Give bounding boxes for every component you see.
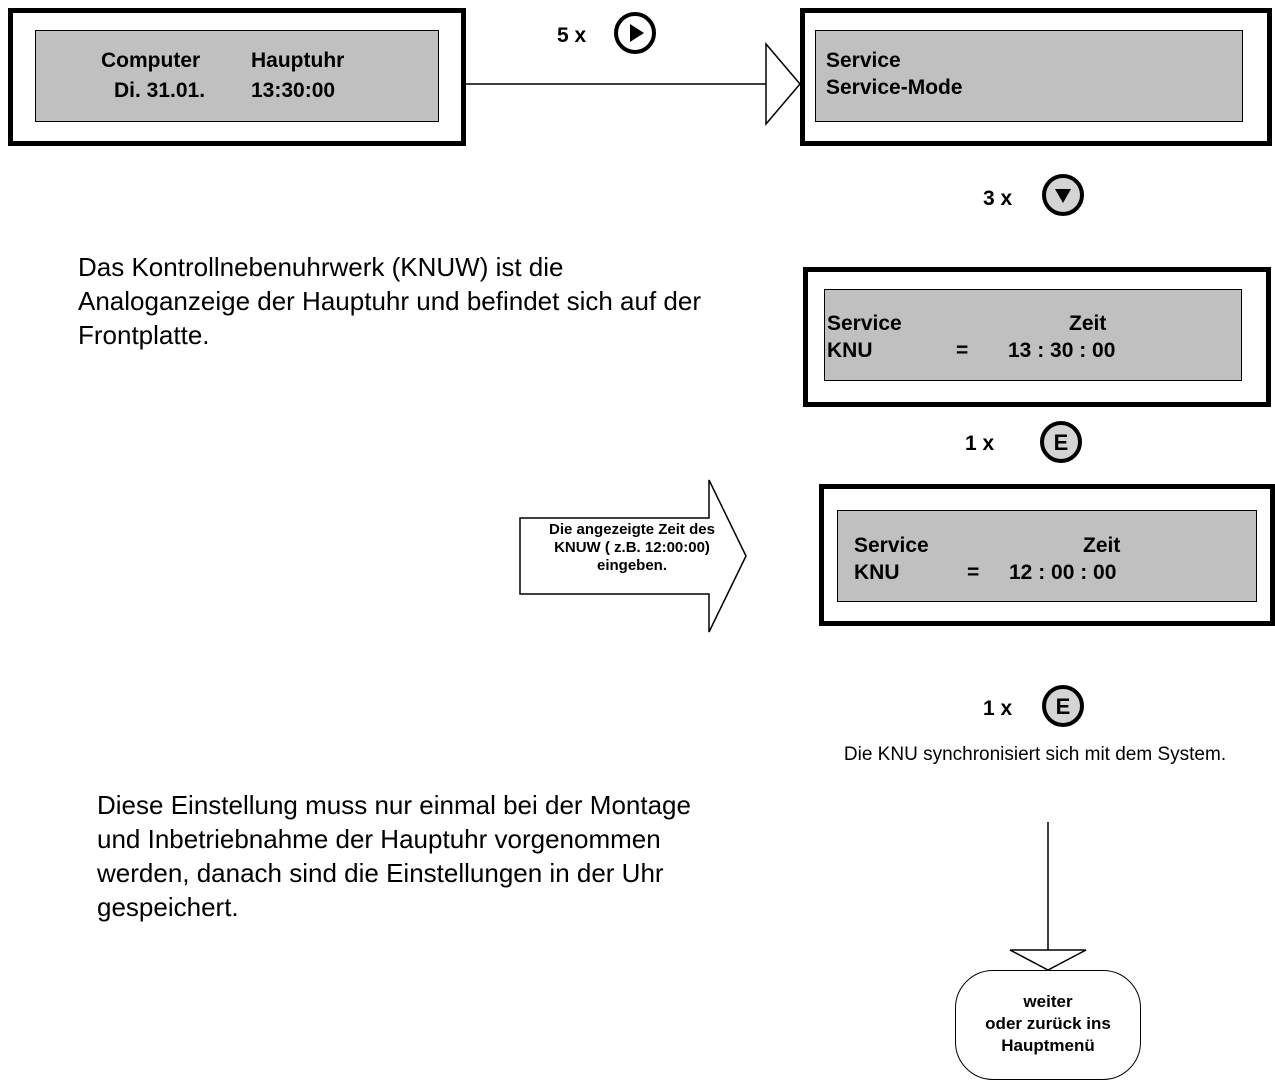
service-line2: Service-Mode xyxy=(826,76,963,99)
service-screen-frame: Service Service-Mode xyxy=(800,8,1272,146)
main-screen-display: Computer Hauptuhr Di. 31.01. 13:30:00 xyxy=(35,30,439,122)
step-count-1x-second: 1 x xyxy=(983,697,1013,720)
terminal-line1: weiter xyxy=(1023,992,1073,1011)
knu-input-screen-frame: Service Zeit KNU = 12 : 00 : 00 xyxy=(819,484,1275,626)
knu-input-line2-time: 12 : 00 : 00 xyxy=(1009,561,1117,584)
input-arrow-label: Die angezeigte Zeit des KNUW ( z.B. 12:0… xyxy=(549,521,715,574)
knu-current-line2-eq: = xyxy=(956,339,969,362)
connector-arrowhead-down xyxy=(1009,949,1087,971)
knu-current-line1-left: Service xyxy=(827,312,902,335)
description-setting: Diese Einstellung muss nur einmal bei de… xyxy=(97,790,691,922)
main-line1-right: Hauptuhr xyxy=(251,49,345,72)
enter-key-icon: E xyxy=(1040,421,1082,463)
service-line1: Service xyxy=(826,49,901,72)
connector-arrowhead-open xyxy=(765,41,801,127)
terminal-line3: Hauptmenü xyxy=(1001,1036,1095,1055)
knu-current-screen-frame: Service Zeit KNU = 13 : 30 : 00 xyxy=(803,267,1271,407)
knu-current-line2-left: KNU xyxy=(827,339,873,362)
step-count-1x-first: 1 x xyxy=(965,432,995,455)
input-block-arrow xyxy=(519,479,747,633)
continue-terminal[interactable]: weiter oder zurück ins Hauptmenü xyxy=(955,970,1141,1080)
knu-input-line2-left: KNU xyxy=(854,561,900,584)
knu-current-line2-time: 13 : 30 : 00 xyxy=(1008,339,1116,362)
main-line1-left: Computer xyxy=(101,49,201,72)
sync-note: Die KNU synchronisiert sich mit dem Syst… xyxy=(843,744,1227,765)
knu-current-line1-right: Zeit xyxy=(1069,312,1107,335)
main-line2-right: 13:30:00 xyxy=(251,79,336,102)
knu-input-line1-right: Zeit xyxy=(1083,534,1121,557)
terminal-line2: oder zurück ins xyxy=(985,1014,1111,1033)
down-arrow-icon xyxy=(1042,174,1084,216)
main-line2-left: Di. 31.01. xyxy=(114,79,206,102)
right-play-icon xyxy=(614,12,656,54)
main-screen-frame: Computer Hauptuhr Di. 31.01. 13:30:00 xyxy=(8,8,466,146)
description-knuw: Das Kontrollnebenuhrwerk (KNUW) ist die … xyxy=(78,252,701,350)
knu-input-line2-eq: = xyxy=(967,561,980,584)
step-count-3x: 3 x xyxy=(983,187,1013,210)
step-count-5x: 5 x xyxy=(557,24,587,47)
knu-input-line1-left: Service xyxy=(854,534,929,557)
knu-input-screen-display: Service Zeit KNU = 12 : 00 : 00 xyxy=(837,510,1257,602)
enter-key-icon: E xyxy=(1042,685,1084,727)
service-screen-display: Service Service-Mode xyxy=(815,30,1243,122)
knu-current-screen-display: Service Zeit KNU = 13 : 30 : 00 xyxy=(824,289,1242,381)
